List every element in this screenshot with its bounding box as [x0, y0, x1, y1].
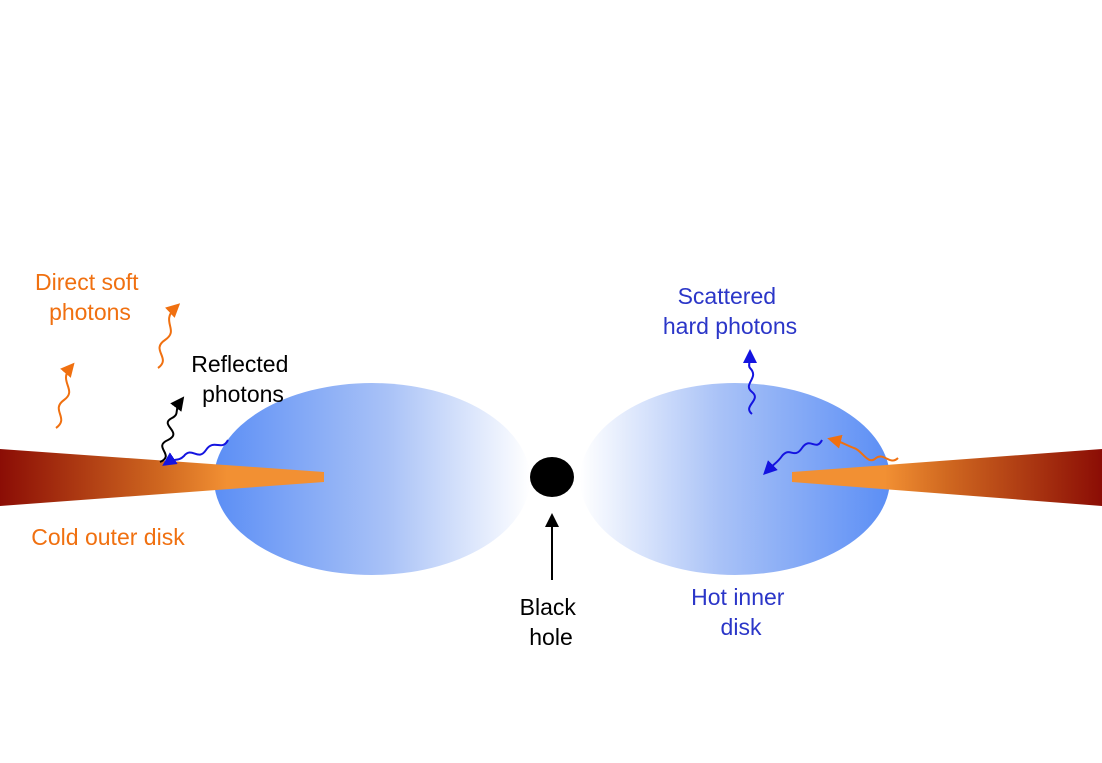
hard-photon-arrow-right [763, 439, 823, 475]
hot-inner-disk-right-lobe [580, 383, 890, 575]
reflected-photons-label: Reflected photons [191, 351, 295, 407]
direct-soft-photons-label: Direct soft photons [35, 269, 145, 325]
hot-inner-disk-left-lobe [214, 383, 530, 575]
scattered-hard-photon-arrow [742, 349, 757, 415]
cold-outer-disk-right [792, 449, 1102, 506]
direct-soft-photon-arrow-2 [157, 303, 181, 369]
black-hole-label: Black hole [520, 594, 583, 650]
scattered-hard-photons-label: Scattered hard photons [663, 283, 797, 339]
direct-soft-photon-arrow-1 [55, 362, 75, 429]
black-hole [530, 457, 574, 497]
cold-outer-disk-left [0, 449, 324, 506]
reflected-photon-arrow [159, 396, 185, 463]
soft-photon-arrow-right [827, 434, 899, 462]
incident-hard-photon-arrow-left [162, 439, 229, 466]
hot-inner-disk-label: Hot inner disk [691, 584, 791, 640]
cold-outer-disk-label: Cold outer disk [31, 524, 185, 550]
